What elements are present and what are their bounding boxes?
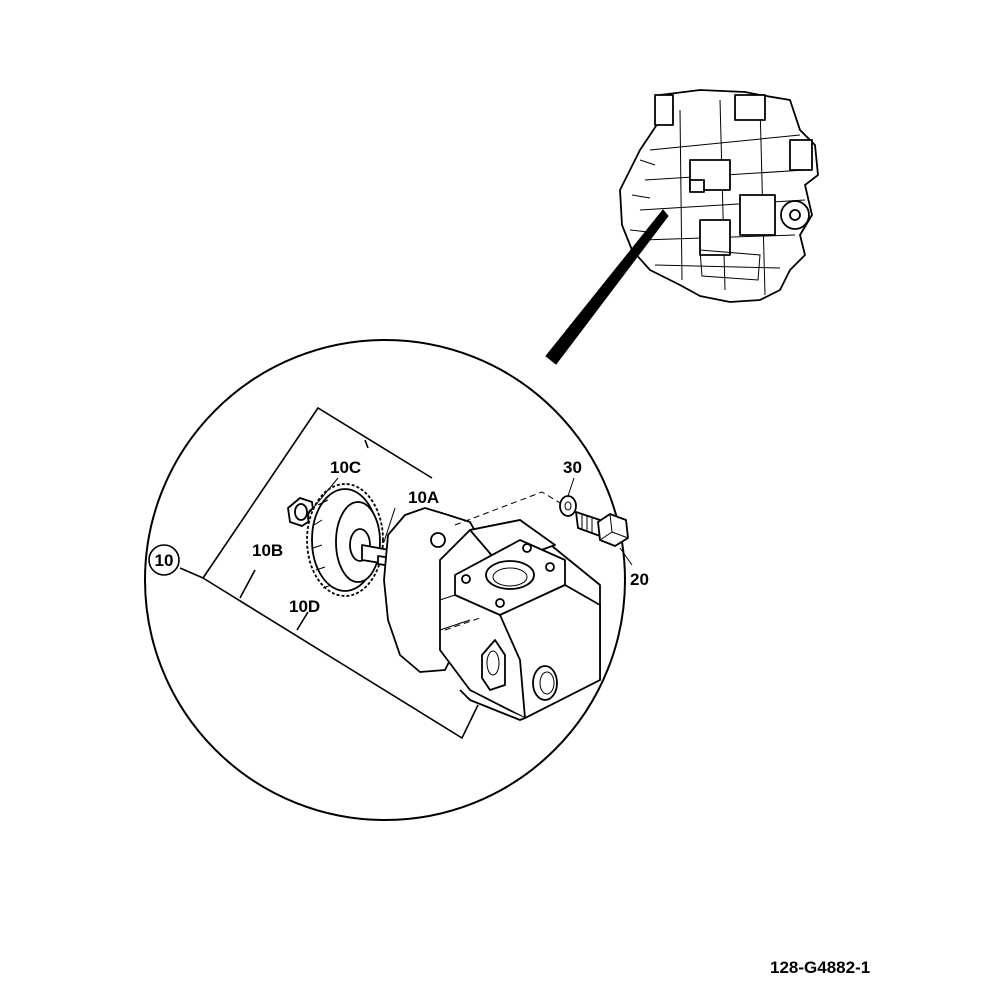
callout-label-10d: 10D: [289, 597, 320, 616]
alignment-line: [444, 617, 481, 631]
gear: [306, 483, 384, 597]
washer-hole: [564, 501, 572, 511]
figure-code: 128-G4882-1: [770, 958, 871, 977]
washer: [559, 495, 577, 517]
callout-label-10a: 10A: [408, 488, 439, 507]
callout-leaders: [309, 477, 633, 566]
bolt: [575, 511, 629, 547]
callout-label-10b: 10B: [252, 541, 283, 560]
callout-label-10: 10: [155, 551, 174, 570]
detail-circle: [144, 339, 626, 821]
callout-label-20: 20: [630, 570, 649, 589]
engine-illustration: [619, 89, 819, 303]
alignment-line: [454, 491, 589, 526]
assembly-bracket: [179, 406, 479, 740]
callout-label-30: 30: [563, 458, 582, 477]
hydraulic-pump: [383, 507, 601, 721]
callout-label-10c: 10C: [330, 458, 361, 477]
callout-assembly: 10: [148, 544, 180, 576]
leader-wedge: [545, 209, 669, 365]
callout-circle: [148, 544, 180, 576]
